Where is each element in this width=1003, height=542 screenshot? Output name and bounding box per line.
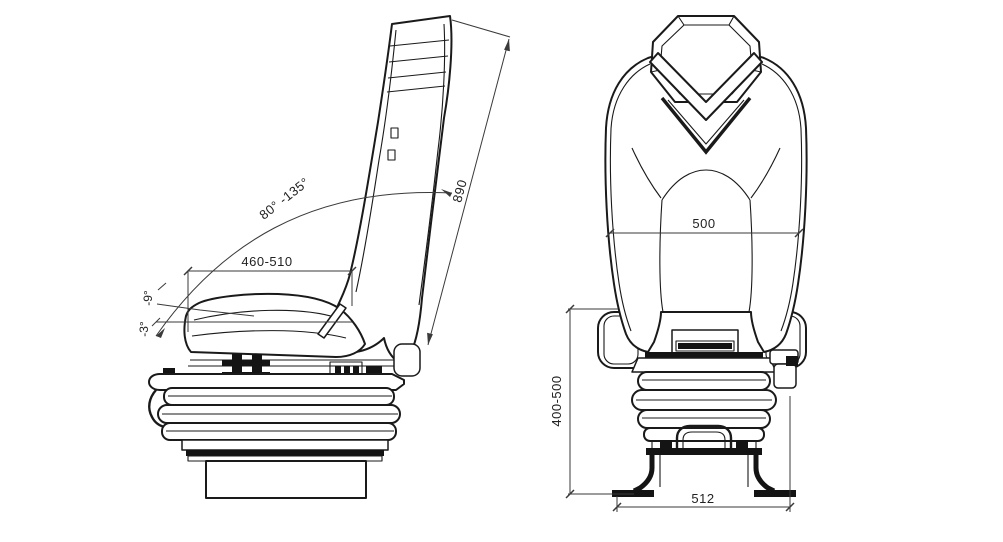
arc-arrowhead: [156, 328, 165, 338]
dim-label-backrest-width: 500: [692, 216, 715, 231]
carry-handle: [675, 424, 733, 452]
dim-label-base-width: 512: [691, 491, 714, 506]
base-box-side: [181, 439, 389, 499]
recline-hinge-cover: [393, 343, 421, 377]
side-view: 80° -135° 890 460-510 -9° -3°: [137, 15, 511, 499]
suspension-bellows-side: [157, 387, 401, 441]
dimensions-side-view: 80° -135° 890 460-510 -9° -3°: [137, 19, 511, 346]
dim-label-backrest-height: 890: [449, 178, 469, 204]
arc-arrowhead: [441, 189, 452, 197]
height-lever-front: [769, 349, 799, 389]
suspension-bellows-front: [631, 371, 777, 442]
headrest-collar: [649, 52, 763, 121]
dim-arrowhead: [504, 39, 510, 52]
backrest-latch-tab: [387, 149, 396, 161]
dim-label-suspension-height-range: 400-500: [549, 375, 564, 426]
collar-seam: [660, 96, 752, 155]
front-view: 500 400-500 512: [549, 15, 808, 512]
dim-label-cushion-tilt-front: -9°: [141, 290, 155, 306]
dimensions-front-view: 500 400-500 512: [549, 216, 804, 512]
backrest-side: [335, 15, 453, 363]
dim-label-cushion-depth-range: 460-510: [241, 254, 292, 269]
height-lever-hook: [148, 389, 166, 429]
recline-lever-side: [317, 303, 347, 339]
cushion-centre-panel: [671, 329, 739, 354]
dim-label-backrest-angle-range: 80° -135°: [256, 174, 312, 222]
suspension-plate-front: [631, 352, 777, 373]
headrest-side: [386, 39, 450, 93]
dim-arrowhead: [427, 332, 433, 345]
backrest-latch-tab: [390, 127, 399, 139]
dim-label-cushion-tilt-rear: -3°: [137, 321, 151, 337]
headrest-front: [649, 15, 763, 155]
